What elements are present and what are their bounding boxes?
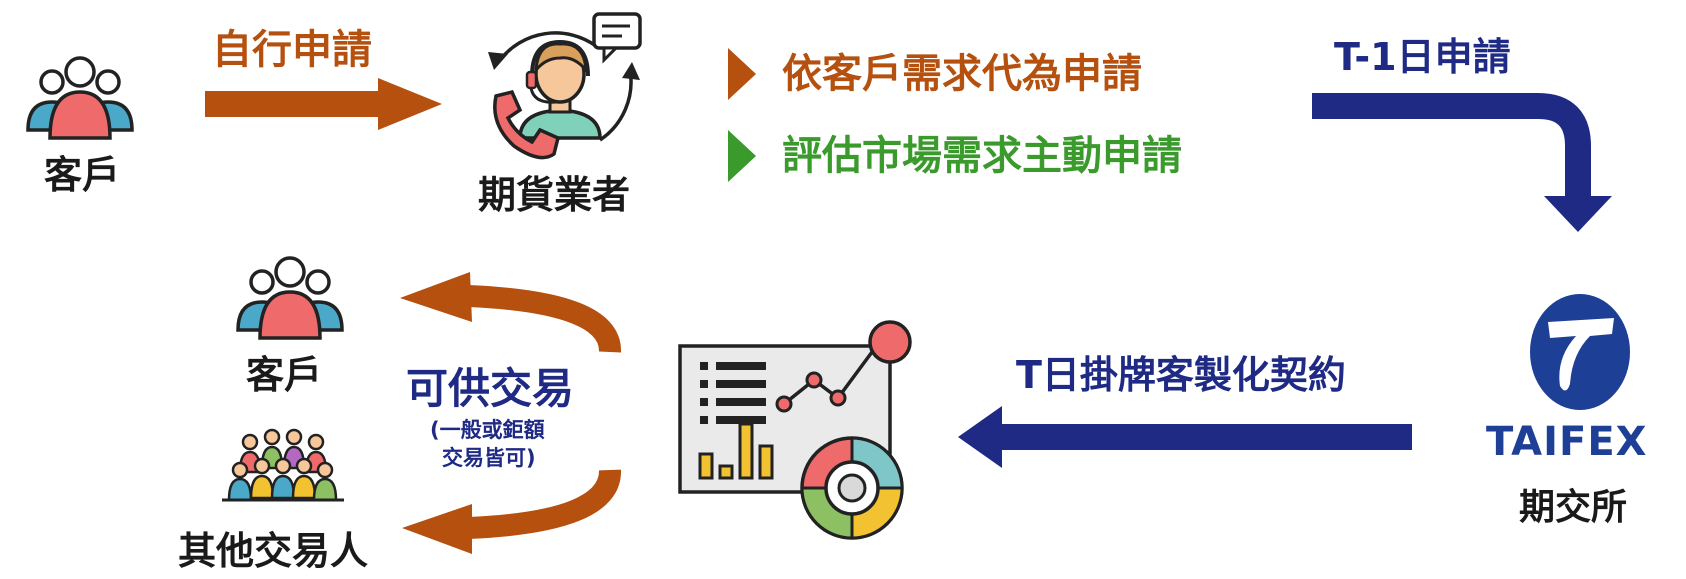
- bullet-triangle-brown: [728, 48, 756, 100]
- crowd-icon: [222, 428, 344, 502]
- tradable-note-line1: (一般或鉅額: [430, 418, 545, 442]
- t-minus-1-arrow: [1312, 93, 1612, 232]
- tradable-label: 可供交易: [406, 364, 575, 413]
- t-minus-1-label: T-1日申請: [1334, 38, 1511, 76]
- tradable-arrow-upper: [400, 272, 621, 353]
- taifex-logo: [1530, 294, 1630, 410]
- other-traders-label: 其他交易人: [178, 529, 369, 573]
- dashboard-analytics-icon: [678, 320, 912, 540]
- tradable-arrow-lower: [402, 469, 621, 554]
- t-day-prefix: T: [1016, 353, 1042, 397]
- client-group-icon-bottom: [236, 256, 344, 340]
- client-label-top: 客戶: [44, 153, 121, 197]
- t-day-arrow: [958, 406, 1412, 468]
- client-group-icon: [26, 56, 134, 140]
- t-day-suffix: 日掛牌客製化契約: [1041, 353, 1346, 397]
- option-client-request-label: 依客戶需求代為申請: [782, 51, 1142, 97]
- tradable-note-line2: 交易皆可): [442, 446, 536, 470]
- call-center-agent-icon: [488, 12, 642, 160]
- client-label-bottom: 客戶: [246, 353, 323, 397]
- taifex-logo-text: TAIFEX: [1486, 419, 1648, 465]
- bullet-triangle-green: [728, 130, 756, 182]
- t-day-label: T日掛牌客製化契約: [1016, 356, 1346, 394]
- option-market-demand-label: 評估市場需求主動申請: [782, 133, 1182, 179]
- taifex-name-label: 期交所: [1519, 487, 1628, 528]
- t-minus-1-suffix: 日申請: [1396, 35, 1511, 79]
- self-apply-arrow: [205, 78, 442, 130]
- self-apply-label: 自行申請: [212, 27, 372, 73]
- futures-dealer-label: 期貨業者: [478, 173, 631, 217]
- t-minus-1-prefix: T-1: [1334, 35, 1397, 79]
